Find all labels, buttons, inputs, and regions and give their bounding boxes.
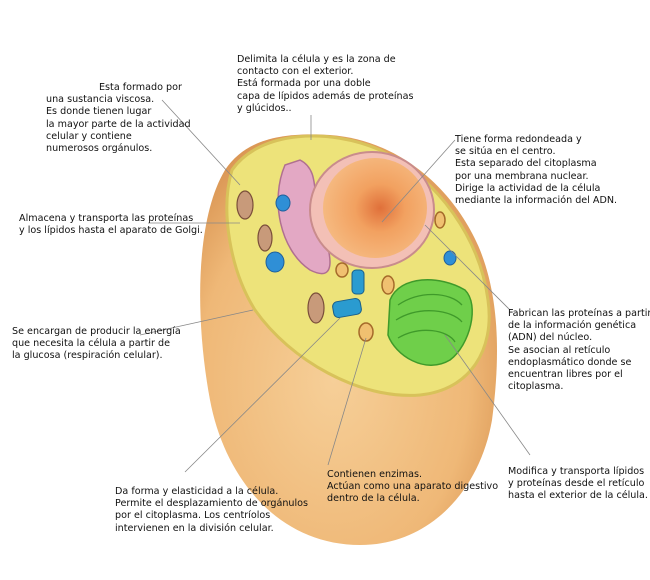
text-line: por una membrana nuclear.: [455, 170, 589, 182]
text-line: y los lípidos hasta el aparato de Golgi.: [19, 225, 203, 237]
rough-er-annotation: Almacena y transporta las proteínas y lo…: [19, 213, 203, 237]
text-line: Es donde tienen lugar: [46, 106, 152, 118]
lysosomes-annotation: Contienen enzimas. Actúan como una apara…: [327, 469, 498, 506]
text-line: Da forma y elasticidad a la célula.: [115, 486, 279, 497]
text-line: capa de lípidos además de proteínas: [237, 90, 414, 102]
text-line: encuentran libres por el: [508, 369, 623, 381]
ribosomes-annotation: Fabrican las proteínas a partir de la in…: [508, 308, 650, 393]
text-line: la glucosa (respiración celular).: [12, 350, 163, 362]
cytoskeleton-annotation: Da forma y elasticidad a la célula. Perm…: [115, 486, 308, 535]
lysosomes: [335, 211, 446, 342]
text-line: que necesita la célula a partir de: [12, 338, 171, 350]
nucleus: [323, 158, 427, 258]
text-line: Está formada por una doble: [237, 78, 371, 90]
rough-er: [277, 159, 331, 275]
text-line: Almacena y transporta las proteínas: [19, 213, 194, 224]
text-line: Fabrican las proteínas a partir: [508, 308, 650, 319]
text-line: y proteínas desde el retículo: [508, 478, 645, 490]
leader-lines: [139, 99, 531, 473]
nucleus-annotation: Tiene forma redondeada y se sitúa en el …: [455, 134, 617, 207]
text-line: la mayor parte de la actividad: [46, 118, 191, 130]
mitochondria-annotation: Se encargan de producir la energía que n…: [12, 326, 181, 363]
text-line: mediante la información del ADN.: [455, 195, 618, 207]
text-line: Modifica y transporta lípidos: [508, 466, 645, 477]
text-line: de la información genética: [508, 320, 637, 332]
vesicles: [265, 194, 457, 273]
mitochondria: [236, 190, 325, 324]
golgi-annotation: Modifica y transporta lípidos y proteína…: [508, 466, 648, 503]
cytoplasm-annotation: Esta formado por una sustancia viscosa. …: [46, 82, 191, 155]
text-line: hasta el exterior de la célula.: [508, 490, 648, 502]
text-line: por el citoplasma. Los centríolos: [115, 510, 271, 522]
text-line: intervienen en la división celular.: [115, 522, 274, 534]
text-line: una sustancia viscosa.: [46, 94, 155, 106]
membrane-annotation: Delimita la célula y es la zona de conta…: [237, 54, 413, 115]
text-line: Delimita la célula y es la zona de: [237, 54, 396, 65]
text-line: Se encargan de producir la energía: [12, 326, 181, 337]
text-line: se sitúa en el centro.: [455, 146, 556, 158]
text-line: Tiene forma redondeada y: [455, 134, 582, 145]
text-line: citoplasma.: [508, 381, 564, 393]
text-line: Dirige la actividad de la célula: [455, 182, 601, 194]
centriole: [351, 269, 365, 295]
text-line: dentro de la célula.: [327, 493, 420, 505]
text-line: Contienen enzimas.: [327, 469, 423, 480]
text-line: contacto con el exterior.: [237, 66, 354, 78]
text-line: (ADN) del núcleo.: [508, 332, 593, 344]
text-line: Esta formado por: [99, 82, 182, 93]
text-line: numerosos orgánulos.: [46, 143, 153, 155]
text-line: Esta separado del citoplasma: [455, 158, 597, 170]
centriole: [332, 297, 362, 319]
text-line: y glúcidos..: [237, 102, 292, 114]
text-line: celular y contiene: [46, 130, 132, 142]
text-line: Se asocian al retículo: [508, 344, 611, 356]
text-line: Permite el desplazamiento de orgánulos: [115, 498, 309, 510]
text-line: Actúan como una aparato digestivo: [327, 481, 499, 493]
text-line: endoplasmático donde se: [508, 356, 632, 368]
